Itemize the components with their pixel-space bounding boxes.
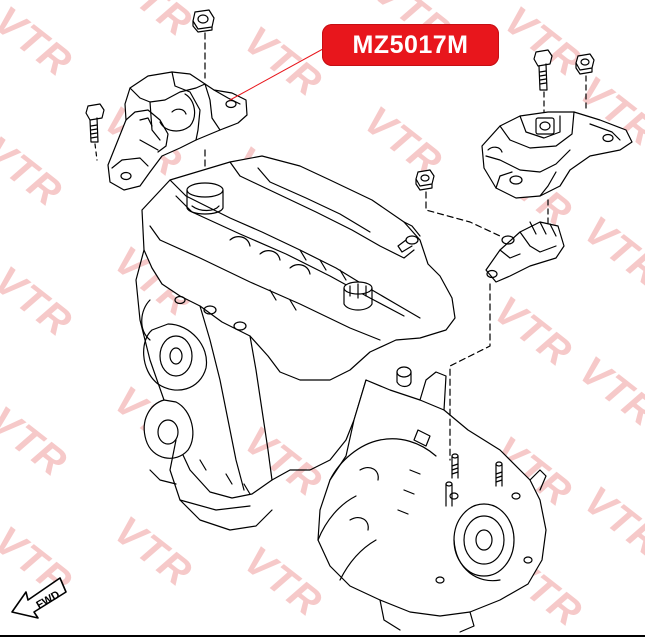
bottom-frame-line [0,635,645,637]
mount-nut [192,9,215,33]
right-transmission-mount [481,49,633,199]
mount-nut [415,169,435,191]
engine-sensor [396,366,412,388]
callout-leader-line [229,43,333,101]
part-number-text: MZ5017M [352,30,469,59]
engine-block [135,155,456,531]
mount-bolt [85,103,105,161]
oil-filler-cap [186,182,224,215]
transmission-studs [445,453,503,507]
fwd-arrow-icon: FWD [11,577,67,619]
transmission [317,371,547,633]
part-number-callout: MZ5017M [322,24,499,66]
mount-bolt [533,49,553,91]
left-engine-mount [107,9,248,191]
mount-bracket [485,221,565,283]
ignition-coil [343,281,373,311]
mount-nut [575,53,595,75]
